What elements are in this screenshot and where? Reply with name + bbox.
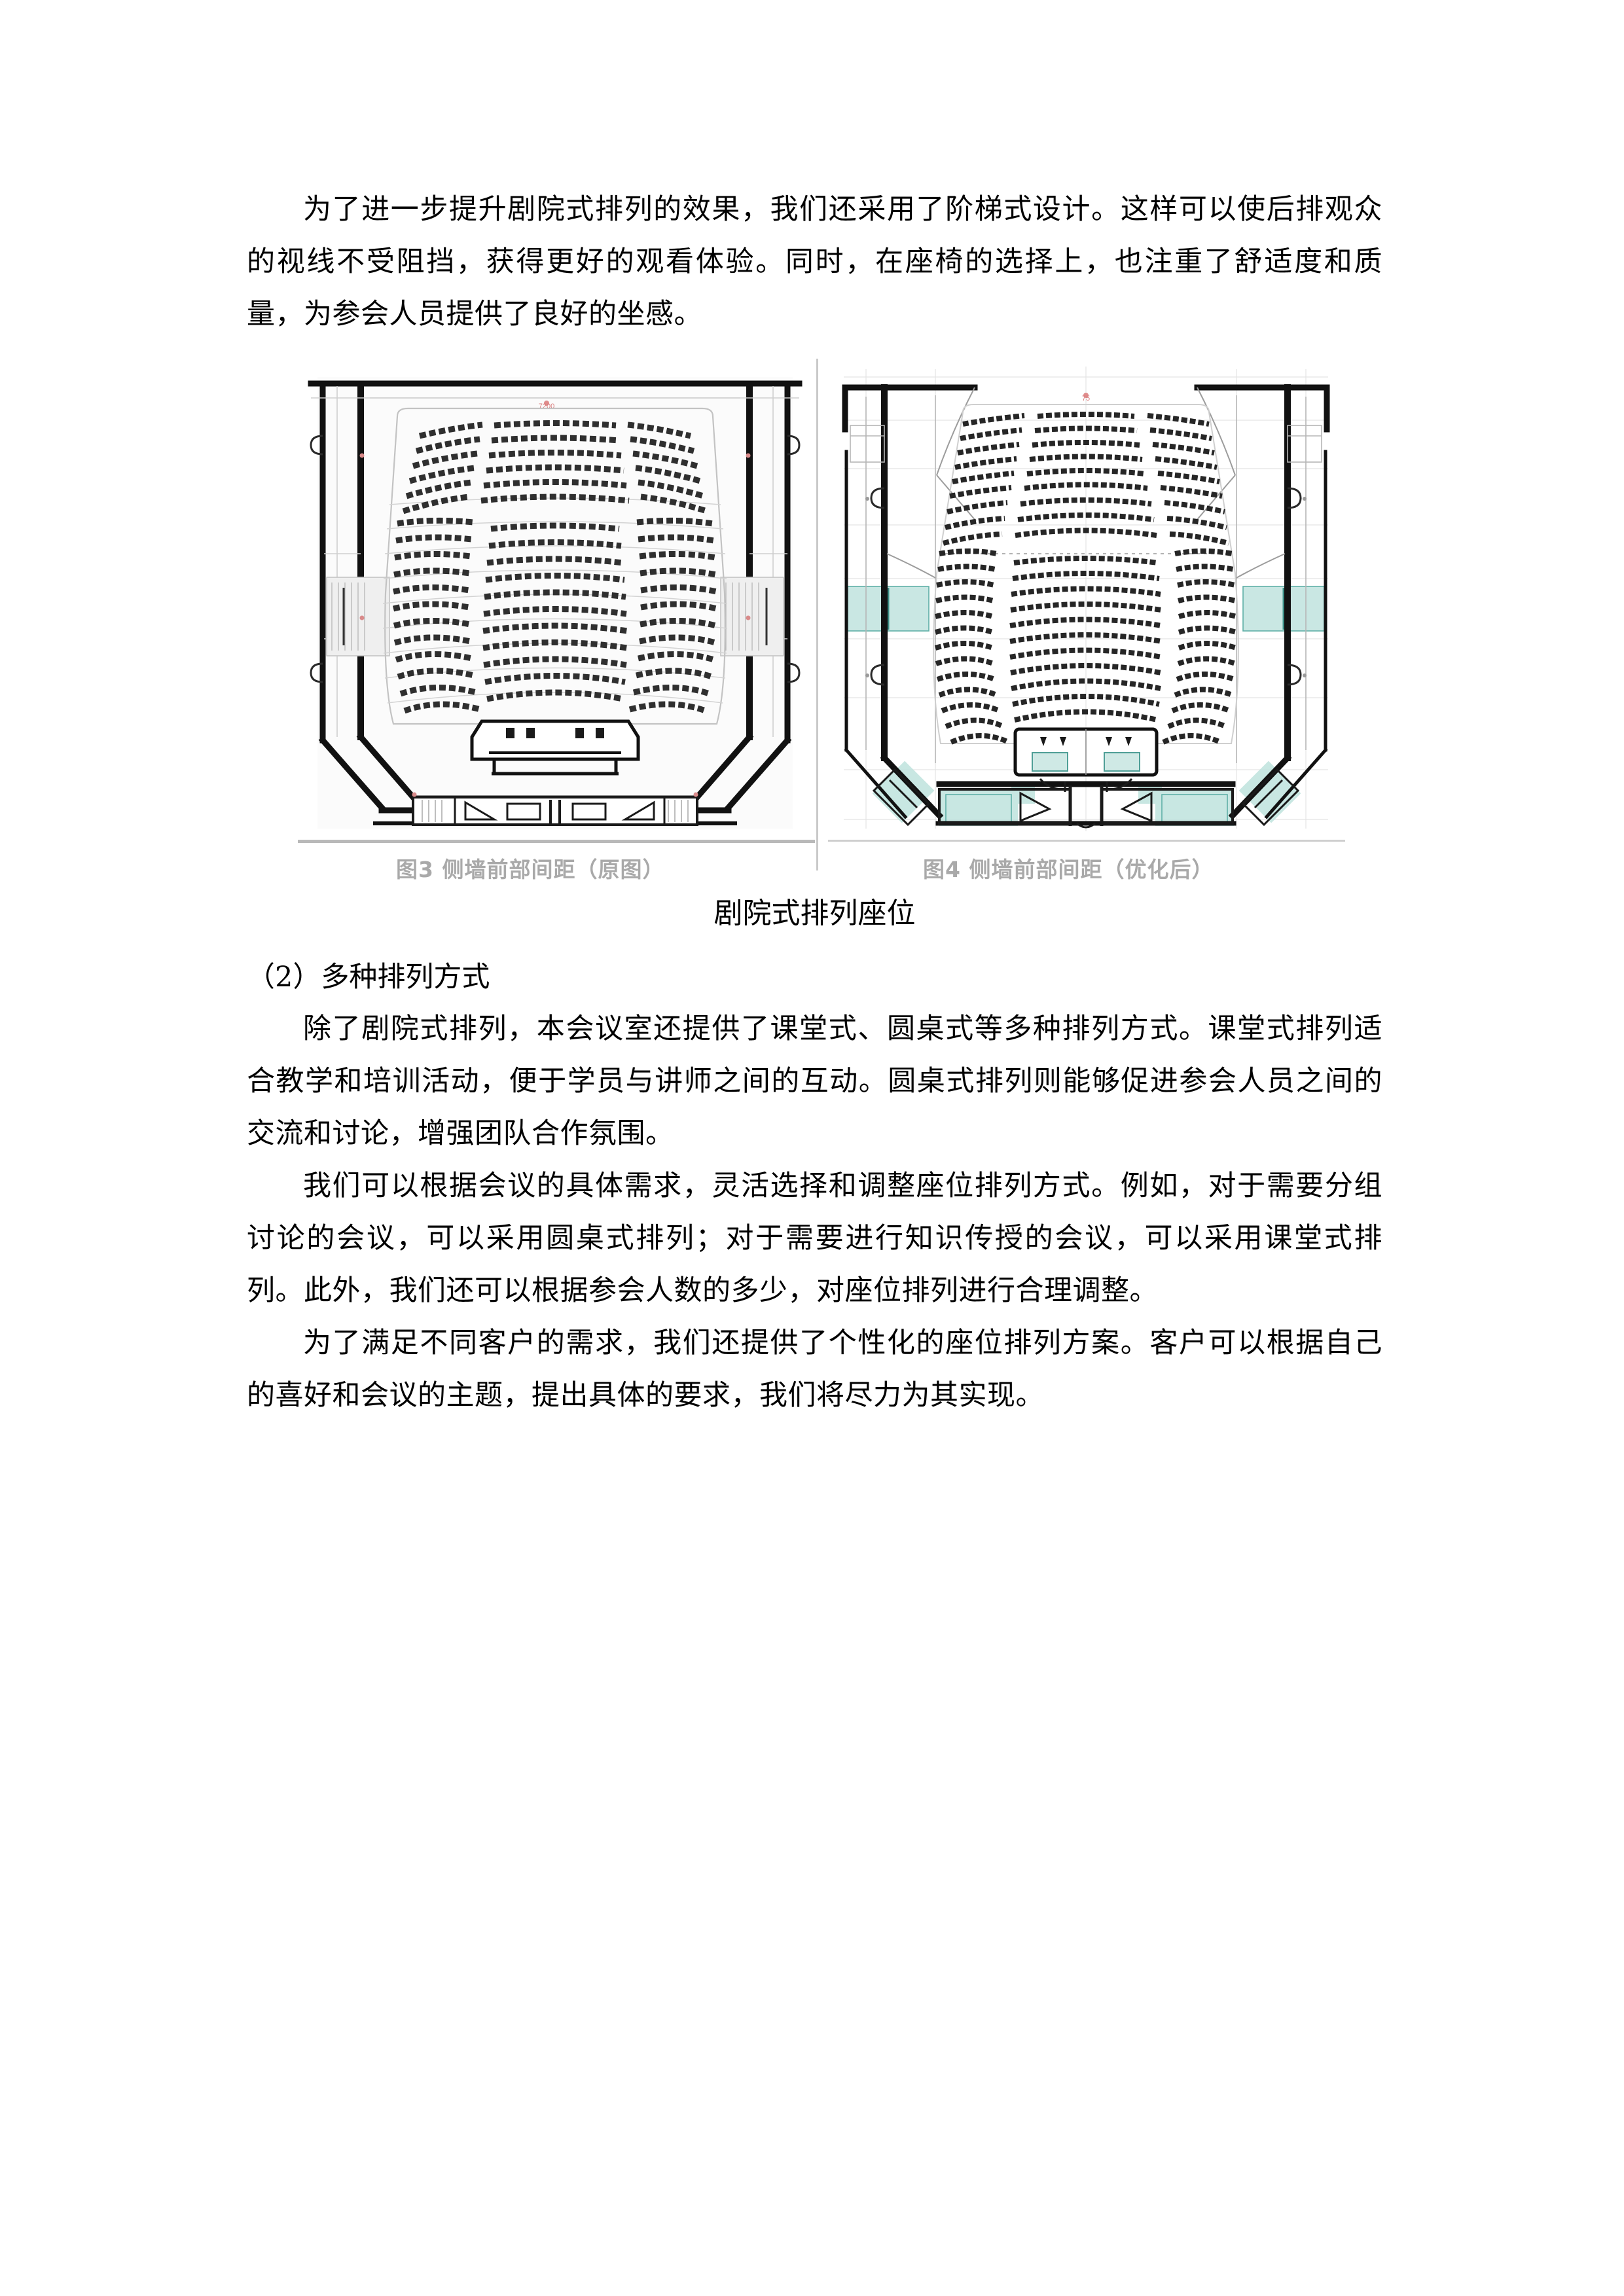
auditorium-plan-optimized-svg: 75 (824, 357, 1348, 838)
paragraph-2: 除了剧院式排列，本会议室还提供了课堂式、圆桌式等多种排列方式。课堂式排列适合教学… (247, 1013, 1382, 1150)
figure-right-rule (828, 840, 1345, 842)
paragraph-4: 为了满足不同客户的需求，我们还提供了个性化的座位排列方案。客户可以根据自己的喜好… (247, 1327, 1382, 1412)
figure-caption-right: 图4 侧墙前部间距（优化后） (923, 857, 1214, 882)
section-heading-2: （2）多种排列方式 (247, 961, 490, 994)
figure-title: 剧院式排列座位 (713, 897, 916, 930)
page-content: 为了进一步提升剧院式排列的效果，我们还采用了阶梯式设计。这样可以使后排观众的视线… (247, 183, 1382, 1422)
svg-text:75: 75 (1082, 395, 1090, 403)
figure-right-panel: 75 (824, 357, 1348, 881)
figure-panel-divider (816, 359, 818, 870)
svg-text:7200: 7200 (539, 403, 554, 410)
paragraph-3: 我们可以根据会议的具体需求，灵活选择和调整座位排列方式。例如，对于需要分组讨论的… (247, 1170, 1382, 1307)
figure-left-panel: 7200 (298, 357, 812, 881)
auditorium-plan-original-svg: 7200 (298, 357, 812, 838)
figure-left-rule (298, 840, 815, 843)
figure-caption-left: 图3 侧墙前部间距（原图） (396, 857, 665, 882)
paragraph-1: 为了进一步提升剧院式排列的效果，我们还采用了阶梯式设计。这样可以使后排观众的视线… (247, 193, 1382, 331)
figure-block: 7200 (247, 357, 1382, 937)
figure-row: 7200 (298, 357, 1384, 882)
